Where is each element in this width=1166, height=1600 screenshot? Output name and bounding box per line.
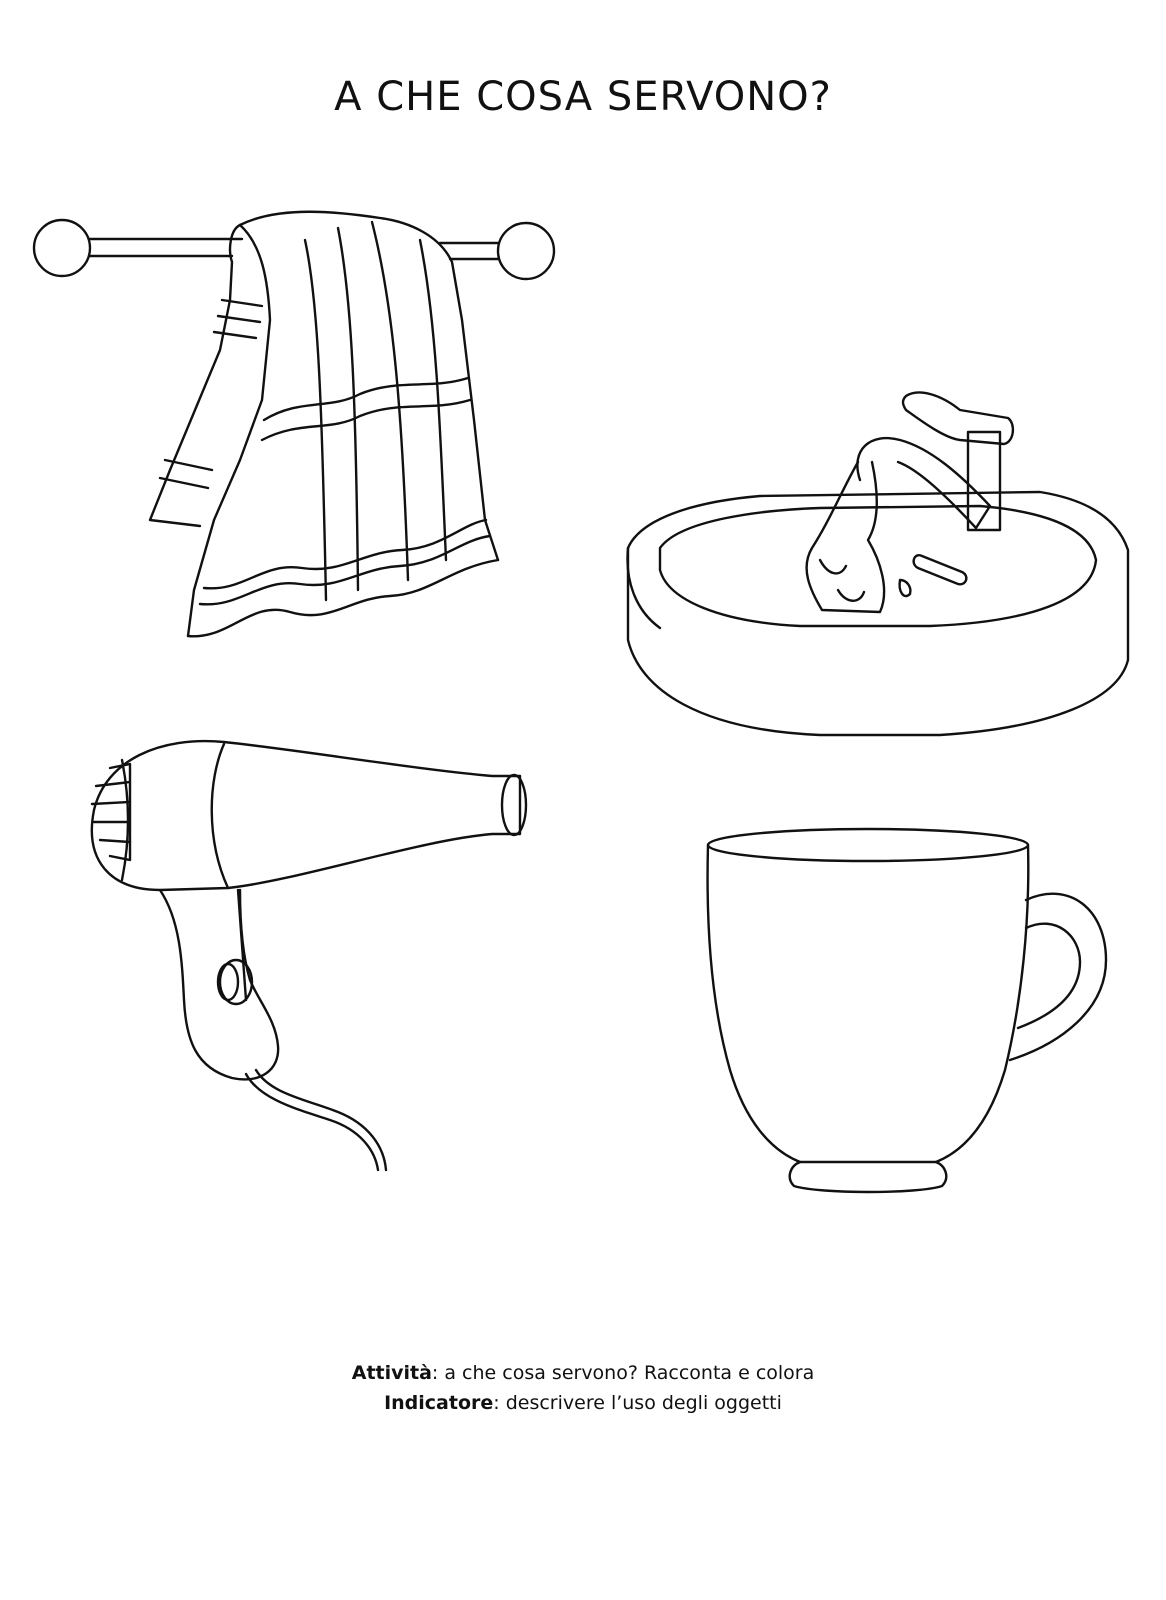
activity-text: : a che cosa servono? Racconta e colora — [431, 1362, 815, 1384]
indicator-text: : descrivere l’uso degli oggetti — [493, 1392, 782, 1414]
indicator-line: Indicatore: descrivere l’uso degli ogget… — [0, 1388, 1166, 1418]
mug-icon — [706, 827, 1108, 1194]
indicator-label: Indicatore — [384, 1392, 494, 1414]
activity-line: Attività: a che cosa servono? Racconta e… — [0, 1358, 1166, 1388]
sink-with-tap-icon — [626, 391, 1130, 737]
activity-label: Attività — [351, 1362, 432, 1384]
worksheet-title: A CHE COSA SERVONO? — [334, 74, 832, 120]
hair-dryer-icon — [90, 739, 528, 1172]
towel-on-rack-icon — [32, 210, 556, 638]
worksheet-footer: Attività: a che cosa servono? Racconta e… — [0, 1358, 1166, 1418]
